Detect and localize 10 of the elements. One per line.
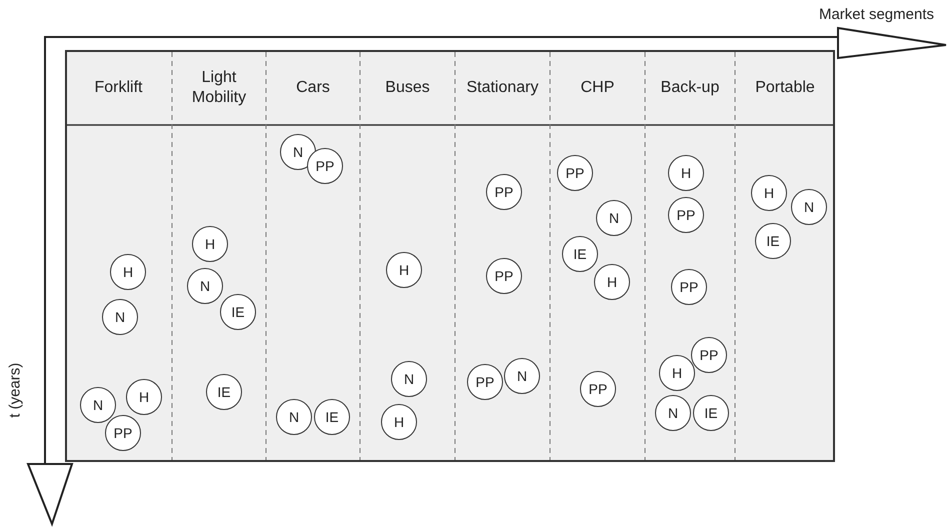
axis-label: t (years)	[4, 362, 24, 418]
column-header: Stationary	[465, 78, 540, 98]
column-header: Portable	[754, 78, 816, 98]
axis-label: Market segments	[818, 5, 934, 25]
column-header: Light Mobility	[190, 68, 248, 108]
column-header: Back-up	[660, 78, 720, 98]
column-header: Forklift	[94, 78, 144, 98]
column-header: CHP	[580, 78, 616, 98]
column-header: Buses	[384, 78, 431, 98]
column-header: Cars	[295, 78, 331, 98]
